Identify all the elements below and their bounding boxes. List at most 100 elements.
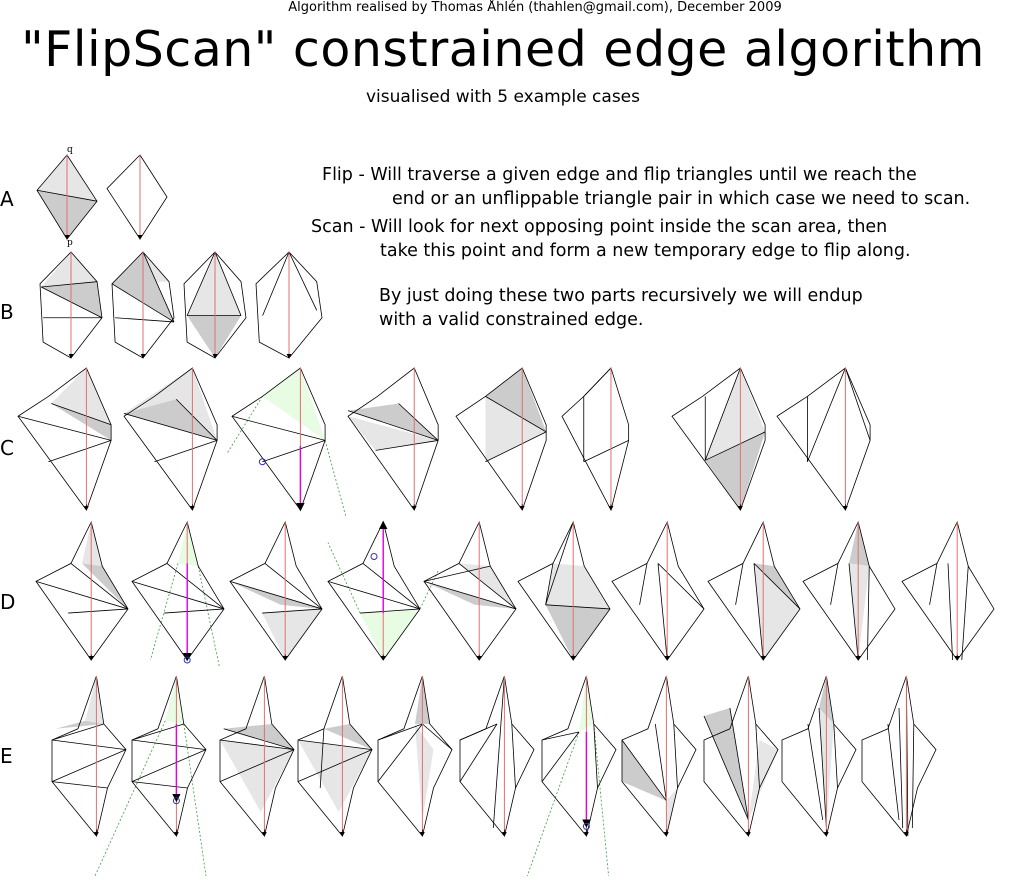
triangle-edge (423, 580, 517, 610)
panel-b4 (255, 251, 323, 359)
scan-area-boundary (526, 731, 580, 877)
triangle-edge (51, 723, 104, 741)
shaded-triangle (415, 724, 434, 820)
triangle-edge (818, 707, 827, 829)
panel-c3 (226, 367, 347, 518)
triangle-edge (362, 563, 421, 610)
triangle-edge (41, 286, 103, 319)
panel-e6 (459, 675, 535, 837)
triangle-edge (219, 739, 295, 750)
triangle-edge (154, 440, 218, 463)
panel-e10 (781, 675, 857, 837)
triangulation-outline (561, 367, 630, 512)
triangulation-outline (106, 154, 168, 240)
scan-area-boundary (183, 723, 207, 877)
triangle-edge (131, 739, 207, 750)
triangle-edge (753, 563, 764, 661)
scan-area-boundary (226, 396, 263, 454)
triangle-edge (705, 431, 766, 461)
opposing-point-marker (183, 656, 191, 664)
panel-b3 (183, 251, 247, 359)
triangle-edge (35, 580, 129, 610)
panel-d6 (517, 520, 611, 661)
triangle-edge (492, 675, 505, 829)
scan-area-boundary (324, 440, 347, 518)
triangulation-outline (802, 520, 896, 661)
triangle-edge (729, 707, 749, 821)
triangle-edge (131, 580, 225, 610)
panel-d7 (611, 520, 705, 661)
panel-d2 (131, 520, 225, 667)
triangle-edge (264, 563, 323, 610)
shaded-triangle (298, 740, 372, 812)
triangle-edge (593, 723, 598, 789)
triangle-edge (947, 563, 953, 661)
summary-line1: By just doing these two parts recursivel… (379, 286, 863, 306)
scan-area-boundary (327, 542, 361, 614)
triangulation-outline (901, 520, 995, 661)
triangle-edge (545, 604, 611, 610)
triangle-edge (657, 563, 705, 610)
triangle-edge (262, 608, 323, 614)
shaded-triangle (187, 252, 242, 316)
triangle-edge (262, 440, 326, 463)
summary-line2: with a valid constrained edge. (379, 310, 644, 330)
shaded-triangle (82, 522, 103, 567)
triangle-edge (186, 251, 216, 316)
triangle-edge (17, 415, 112, 441)
triangulation-outline (781, 675, 857, 837)
shaded-triangle (220, 740, 294, 812)
triangle-edge (142, 251, 175, 323)
triangulation-outline (459, 675, 535, 837)
triangle-edge (735, 563, 744, 605)
triangle-edge (511, 723, 516, 789)
triangle-edge (214, 251, 242, 316)
triangulation-outline (377, 675, 453, 837)
shaded-triangle (323, 724, 372, 750)
opposing-point-marker (582, 822, 590, 830)
triangle-edge (654, 723, 667, 801)
row-label-c: C (0, 436, 14, 460)
panel-c2 (123, 367, 218, 511)
triangle-edge (755, 723, 760, 789)
shaded-triangle (704, 708, 749, 820)
opposing-point-marker (172, 797, 180, 805)
point-label-p: p (67, 238, 73, 248)
shaded-triangle (262, 608, 322, 660)
shaded-triangle (124, 399, 218, 441)
panel-e11 (861, 675, 937, 837)
triangle-edge (48, 440, 112, 463)
scan-area-boundary (197, 566, 220, 667)
triangle-edge (164, 608, 225, 614)
panel-e9 (703, 675, 779, 837)
row-label-b: B (0, 300, 14, 324)
panel-b2 (111, 251, 175, 359)
triangle-edge (231, 415, 326, 441)
triangle-edge (51, 739, 127, 750)
triangle-edge (347, 410, 439, 441)
triangle-edge (541, 731, 580, 741)
triangle-edge (68, 608, 129, 614)
panel-e7 (526, 675, 617, 877)
scan-area-boundary (593, 723, 609, 877)
scan-area-boundary (150, 563, 179, 661)
page-title: "FlipScan" constrained edge algorithm (21, 21, 985, 78)
triangle-edge (297, 749, 373, 782)
shaded-triangle (545, 563, 610, 609)
triangulation-outline (611, 520, 705, 661)
shaded-triangle (51, 368, 112, 425)
triangle-edge (541, 731, 580, 782)
shaded-triangle (82, 563, 128, 609)
triangle-edge (123, 413, 218, 441)
triangle-edge (545, 563, 554, 605)
triangulation-outline (17, 367, 112, 511)
triangle-edge (867, 566, 870, 661)
shaded-triangle (705, 368, 766, 461)
row-label-a: A (0, 187, 14, 211)
triangle-edge (830, 563, 839, 605)
shaded-triangle (348, 403, 439, 441)
shaded-triangle (360, 608, 420, 660)
triangle-edge (703, 715, 749, 821)
panel-c4 (347, 367, 439, 511)
opposing-point-marker (370, 553, 378, 560)
